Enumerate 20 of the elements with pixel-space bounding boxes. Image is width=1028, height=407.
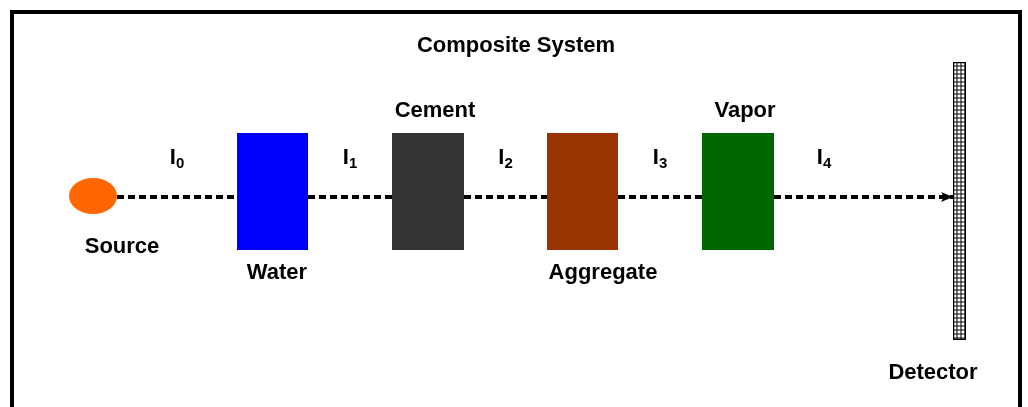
detector-screen <box>953 62 966 340</box>
intensity-label: I$_{1}$ <box>342 146 358 168</box>
cement-block <box>392 133 464 250</box>
frame-title: Composite System <box>415 34 617 56</box>
component-label: Detector <box>888 361 978 383</box>
intensity-label: I$_{2}$ <box>498 146 513 168</box>
component-label: Cement <box>394 99 476 121</box>
intensity-label: I$_{4}$ <box>816 146 832 168</box>
component-label: Aggregate <box>548 261 658 283</box>
vapor-block <box>702 133 774 250</box>
component-label: Water <box>246 261 308 283</box>
aggregate-block <box>547 133 618 250</box>
intensity-label: I$_{0}$ <box>169 146 185 168</box>
beam-arrow <box>774 192 953 202</box>
source-ellipse <box>69 178 117 214</box>
water-block <box>237 133 308 250</box>
component-label: Vapor <box>714 99 776 121</box>
system-frame <box>10 10 1022 407</box>
component-label: Source <box>84 235 160 257</box>
intensity-label: I$_{3}$ <box>652 146 668 168</box>
